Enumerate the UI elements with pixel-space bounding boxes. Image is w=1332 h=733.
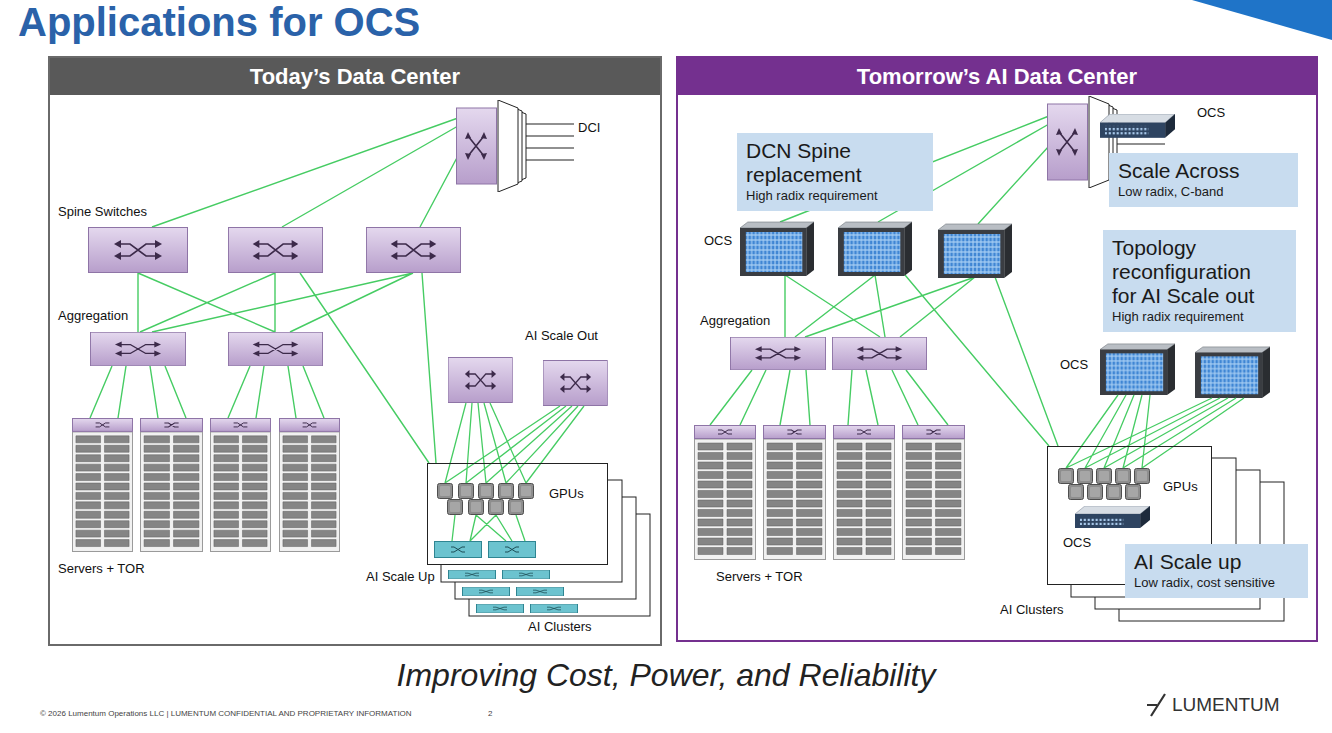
callout-heading: Topology reconfiguration for AI Scale ou… — [1112, 236, 1270, 308]
server-rack — [141, 418, 203, 551]
gpu-chip — [479, 484, 494, 499]
ocs-device — [938, 224, 1012, 278]
server-rack — [210, 418, 270, 551]
ocs-device — [1100, 344, 1175, 395]
part-label: Aggregation — [58, 309, 128, 324]
network-wire — [1066, 395, 1244, 468]
slide-title: Applications for OCS — [18, 0, 420, 45]
gpu-chip — [438, 484, 453, 499]
part-label: Servers + TOR — [716, 570, 803, 585]
slide-caption: Improving Cost, Power, and Reliability — [0, 657, 1332, 694]
aggregation-switch — [228, 332, 322, 365]
callout-note: Low radix, cost sensitive — [1134, 574, 1299, 592]
part-label: OCS — [1197, 106, 1225, 121]
cluster-box: GPUs — [427, 463, 608, 565]
callout-heading: AI Scale up — [1134, 550, 1299, 574]
callout-heading: DCN Spine replacement — [746, 139, 924, 187]
part-label: OCS — [1063, 536, 1091, 551]
callout-box: Scale AcrossLow radix, C-band — [1109, 153, 1298, 207]
part-label: DCI — [578, 121, 600, 136]
gpu-label: GPUs — [1163, 480, 1198, 495]
network-wire — [90, 118, 460, 463]
part-label: OCS — [1060, 358, 1088, 373]
ocs-device — [1195, 347, 1270, 398]
gpu-chip — [459, 484, 474, 499]
gpu-chip — [469, 500, 484, 515]
gpu-chip — [1135, 469, 1150, 484]
server-rack — [834, 426, 895, 560]
scale-up-switch — [503, 570, 550, 578]
ocs-device — [740, 222, 814, 276]
server-rack — [72, 418, 132, 551]
aggregation-switch — [90, 332, 185, 365]
scale-up-switch — [477, 604, 524, 612]
gpu-chip — [519, 484, 534, 499]
gpu-chip — [1107, 485, 1122, 500]
gpu-label: GPUs — [549, 487, 584, 502]
logo-text: LUMENTUM — [1172, 694, 1280, 716]
gpu-chip — [509, 500, 524, 515]
gpu-chip — [1088, 485, 1103, 500]
gpu-chip — [1116, 469, 1131, 484]
spine-switch — [366, 228, 460, 273]
aggregation-switch — [832, 337, 926, 369]
gpu-chip — [489, 500, 504, 515]
part-label: OCS — [704, 234, 732, 249]
page-number: 2 — [488, 709, 492, 718]
gpu-chip — [448, 500, 463, 515]
cluster-ground — [427, 463, 608, 565]
callout-box: AI Scale upLow radix, cost sensitive — [1125, 544, 1308, 598]
part-label: AI Clusters — [1000, 603, 1064, 618]
panel: Today’s Data CenterGPUs — [48, 56, 662, 646]
corner-decoration — [1192, 0, 1332, 40]
scale-up-switch — [435, 542, 482, 558]
server-rack — [279, 418, 339, 551]
ocs-device — [1100, 114, 1175, 138]
scale-up-switch — [531, 604, 578, 612]
callout-note: Low radix, C-band — [1118, 183, 1289, 201]
scale-out-switch — [543, 361, 607, 406]
footer-text: © 2026 Lumentum Operations LLC | LUMENTU… — [40, 709, 412, 718]
spine-switch — [89, 228, 188, 273]
gpu-chip — [499, 484, 514, 499]
dci-mux — [457, 100, 575, 192]
spine-switch — [228, 228, 322, 273]
scale-up-switch — [517, 587, 564, 595]
server-rack — [903, 426, 965, 560]
gpu-chip — [1078, 469, 1093, 484]
gpu-chip — [1069, 485, 1084, 500]
callout-box: DCN Spine replacementHigh radix requirem… — [737, 133, 933, 211]
part-label: AI Clusters — [528, 620, 592, 635]
gpu-chip — [1126, 485, 1141, 500]
ocs-device — [1075, 506, 1150, 528]
network-wire — [710, 116, 1058, 446]
aggregation-switch — [730, 337, 825, 369]
part-label: Servers + TOR — [58, 562, 145, 577]
callout-note: High radix requirement — [1112, 308, 1270, 326]
part-label: AI Scale Out — [525, 329, 598, 344]
network-wire — [445, 403, 584, 541]
gpu-chip — [1059, 469, 1074, 484]
callout-box: Topology reconfiguration for AI Scale ou… — [1103, 230, 1296, 332]
logo-mark — [1147, 694, 1165, 716]
part-label: Spine Switches — [58, 205, 147, 220]
part-label: AI Scale Up — [366, 570, 435, 585]
ocs-device — [838, 222, 912, 276]
scale-up-switch — [489, 542, 536, 558]
panel-header: Tomorrow’s AI Data Center — [678, 58, 1316, 95]
scale-up-switch — [449, 570, 496, 578]
panel: Tomorrow’s AI Data CenterDCN Spine repla… — [676, 56, 1318, 642]
panel-header: Today’s Data Center — [50, 58, 660, 95]
server-rack — [764, 426, 826, 560]
scale-up-switch — [463, 587, 510, 595]
server-rack — [695, 426, 756, 560]
callout-heading: Scale Across — [1118, 159, 1289, 183]
part-label: Aggregation — [700, 314, 770, 329]
scale-out-switch — [448, 358, 512, 403]
callout-note: High radix requirement — [746, 187, 924, 205]
gpu-chip — [1097, 469, 1112, 484]
